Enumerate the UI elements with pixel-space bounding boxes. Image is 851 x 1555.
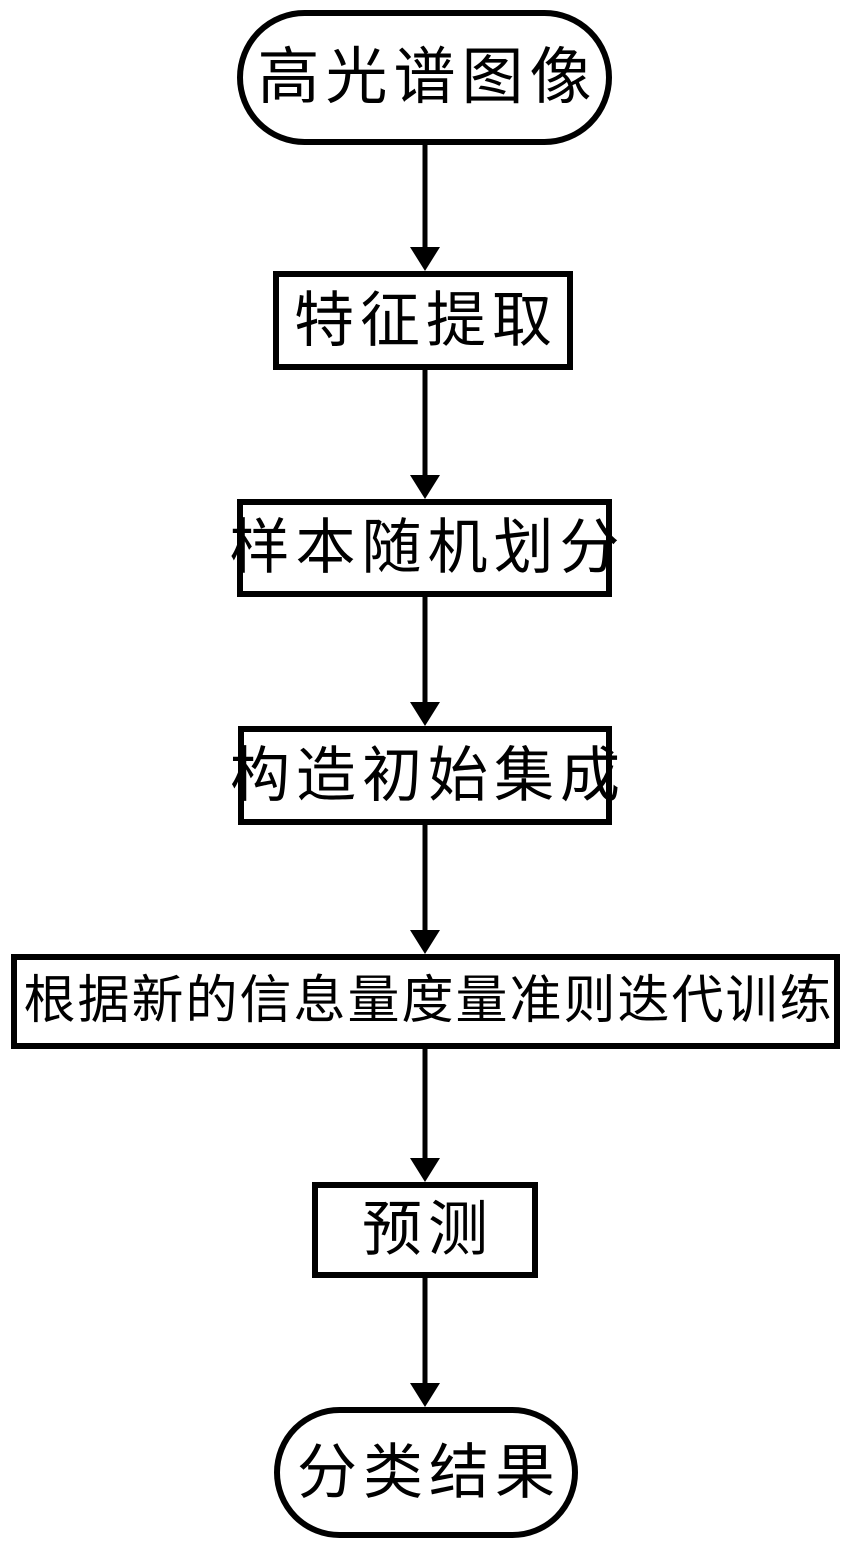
arrowhead-icon: [410, 1158, 440, 1182]
node-label: 分类结果: [297, 1439, 561, 1506]
arrow-down-3: [410, 597, 440, 726]
node-prediction: 预测: [312, 1182, 538, 1278]
arrow-shaft: [422, 1278, 428, 1387]
arrowhead-icon: [410, 702, 440, 726]
arrow-shaft: [422, 145, 428, 251]
node-label: 预测: [362, 1197, 494, 1263]
node-label: 高光谱图像: [257, 43, 598, 112]
node-label: 根据新的信息量度量准则迭代训练: [23, 972, 834, 1030]
node-classification-result: 分类结果: [274, 1407, 578, 1538]
arrow-shaft: [422, 825, 428, 934]
node-label: 特征提取: [294, 287, 558, 354]
node-random-sample-partition: 样本随机划分: [230, 499, 620, 597]
node-label: 样本随机划分: [229, 515, 626, 581]
arrow-down-4: [410, 825, 440, 954]
node-hyperspectral-image: 高光谱图像: [237, 10, 612, 145]
arrowhead-icon: [410, 475, 440, 499]
node-construct-initial-ensemble: 构造初始集成: [230, 726, 620, 825]
arrowhead-icon: [410, 247, 440, 271]
node-label: 构造初始集成: [230, 742, 626, 809]
arrowhead-icon: [410, 930, 440, 954]
arrow-shaft: [422, 370, 428, 479]
arrow-down-2: [410, 370, 440, 499]
arrow-down-1: [410, 145, 440, 271]
arrow-down-5: [410, 1049, 440, 1182]
arrow-shaft: [422, 597, 428, 706]
node-iterative-training: 根据新的信息量度量准则迭代训练: [11, 954, 840, 1049]
arrow-shaft: [422, 1049, 428, 1162]
arrow-down-6: [410, 1278, 440, 1407]
arrowhead-icon: [410, 1383, 440, 1407]
node-feature-extraction: 特征提取: [273, 271, 573, 370]
